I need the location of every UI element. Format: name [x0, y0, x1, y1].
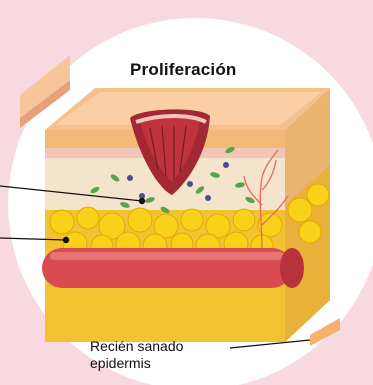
blood-vessel-icon — [42, 248, 304, 288]
next-stage-fragment — [310, 318, 340, 346]
caption-line-1: Recién sanado — [90, 338, 183, 355]
healed-epidermis-caption: Recién sanado epidermis — [90, 338, 183, 372]
caption-line-2: epidermis — [90, 355, 183, 372]
diagram-title: Proliferación — [130, 60, 237, 80]
